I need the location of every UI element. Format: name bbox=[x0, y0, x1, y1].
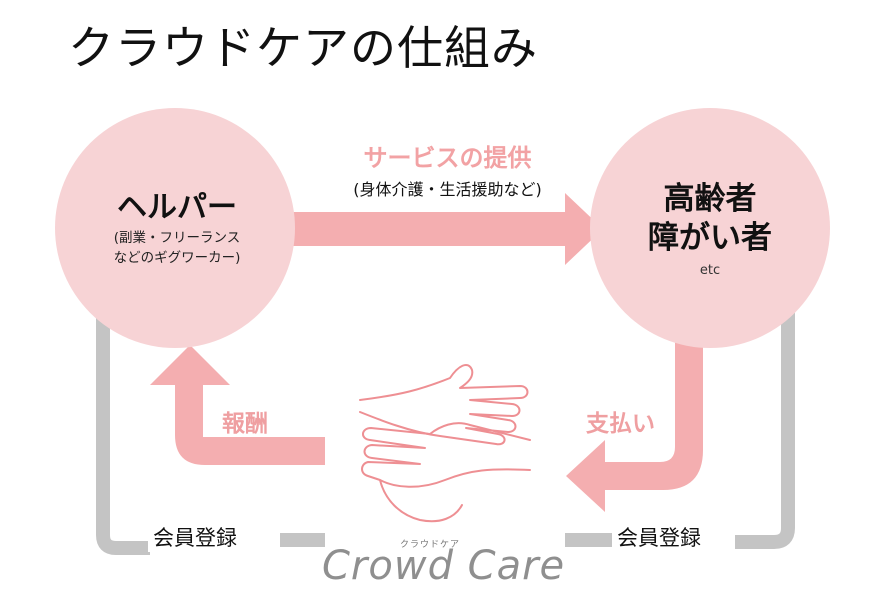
recipient-title-line-2: 障がい者 bbox=[648, 220, 772, 256]
handshake-icon bbox=[359, 363, 531, 523]
service-arrow bbox=[290, 193, 603, 265]
recipient-circle bbox=[590, 108, 830, 348]
payment-label: 支払い bbox=[586, 411, 655, 437]
helper-description-line-1: (副業・フリーランス bbox=[113, 230, 241, 246]
reward-label: 報酬 bbox=[222, 411, 268, 437]
recipient-etc: etc bbox=[699, 263, 721, 278]
service-label: サービスの提供 bbox=[363, 144, 532, 172]
registration-line-left bbox=[96, 300, 150, 555]
registration-label-left: 会員登録 bbox=[148, 522, 242, 552]
helper-description: (副業・フリーランス などのギグワーカー) bbox=[72, 228, 282, 268]
helper-description-line-2: などのギグワーカー) bbox=[113, 250, 241, 266]
helper-title: ヘルパー bbox=[117, 190, 237, 225]
reward-arrow bbox=[150, 345, 325, 465]
page-title: クラウドケアの仕組み bbox=[68, 21, 538, 75]
helper-circle bbox=[55, 108, 295, 348]
registration-line-right bbox=[735, 300, 795, 549]
logo-wordmark: Crowd Care bbox=[322, 543, 566, 589]
payment-arrow bbox=[566, 335, 703, 512]
recipient-title-line-1: 高齢者 bbox=[663, 181, 757, 217]
registration-label-right: 会員登録 bbox=[612, 522, 706, 552]
logo-kana: クラウドケア bbox=[400, 540, 461, 550]
service-sublabel: (身体介護・生活援助など) bbox=[353, 180, 542, 199]
